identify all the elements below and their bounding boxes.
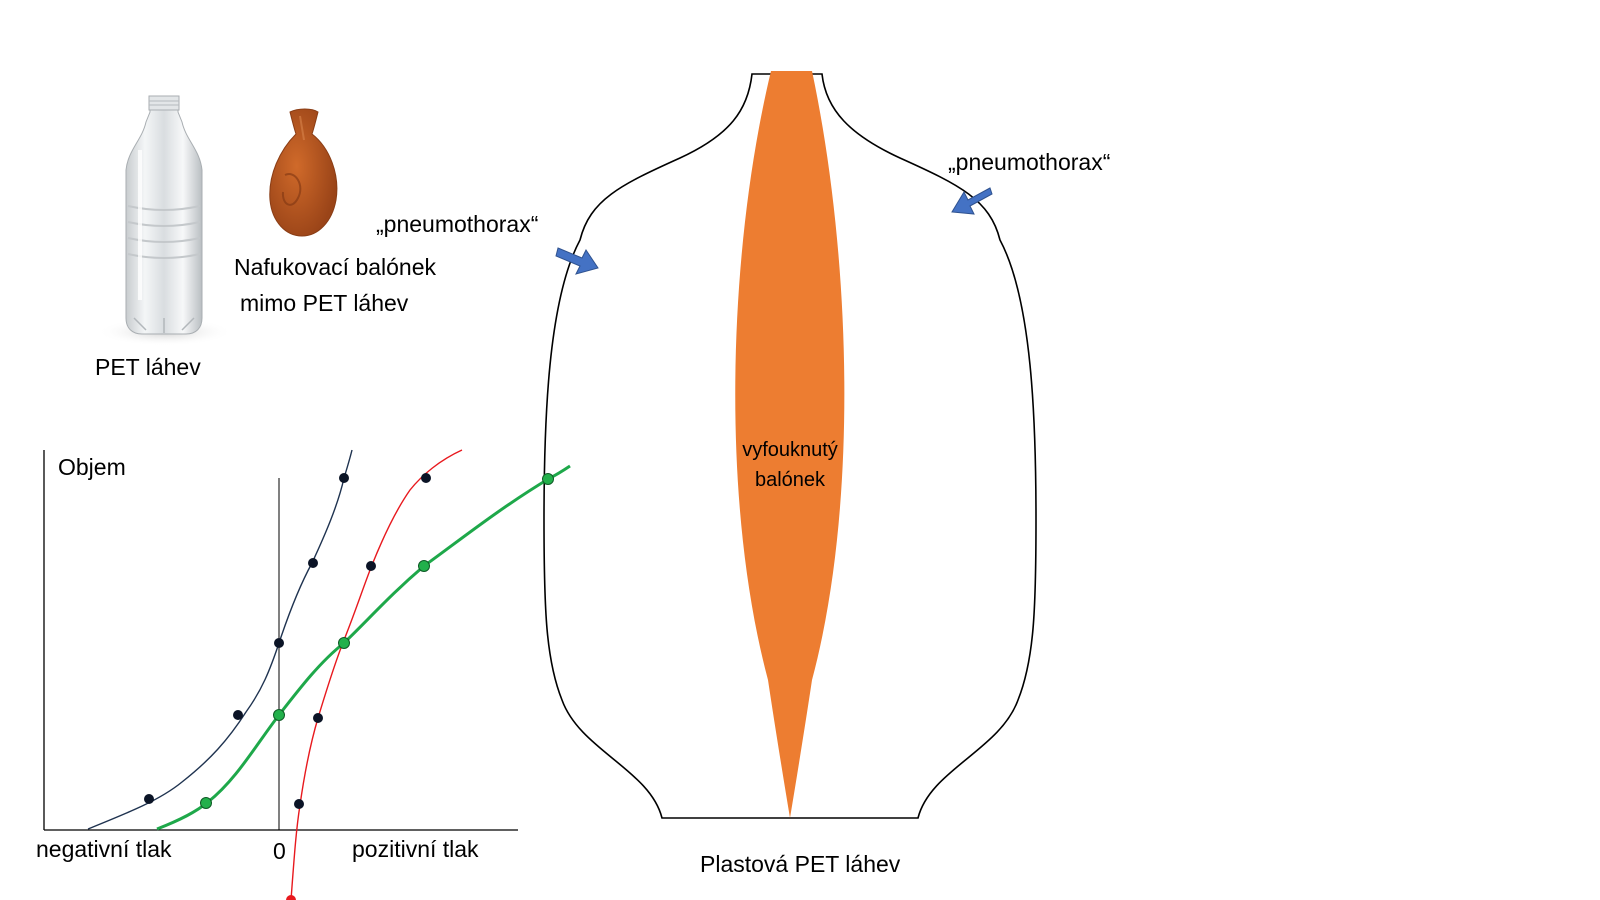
plastic-bottle-outline: [543, 73, 1037, 819]
dark-point: [339, 473, 349, 483]
balloon-label-line1: Nafukovací balónek: [234, 254, 437, 280]
curve-red-points: [286, 473, 431, 900]
dark-point: [274, 638, 284, 648]
curve-red: [290, 449, 463, 900]
x-zero-label: 0: [273, 838, 286, 864]
pet-bottle-photo: [97, 95, 233, 346]
balloon-photo: [269, 108, 338, 237]
dark-point: [421, 473, 431, 483]
pneumothorax-right-label: „pneumothorax“: [948, 149, 1111, 175]
y-axis-label: Objem: [58, 454, 126, 480]
arrow-icon-right: [951, 187, 993, 215]
x-positive-label: pozitivní tlak: [352, 836, 479, 862]
deflated-balloon: [735, 71, 845, 818]
curve-green-points: [200, 473, 554, 809]
dark-point: [313, 713, 323, 723]
dark-point: [294, 799, 304, 809]
green-point: [200, 797, 212, 809]
green-point: [273, 709, 285, 721]
balloon-label-line2: mimo PET láhev: [240, 290, 409, 316]
x-negative-label: negativní tlak: [36, 836, 172, 862]
green-point: [338, 637, 350, 649]
deflated-balloon-label-line2: balónek: [754, 469, 826, 491]
green-point: [542, 473, 554, 485]
curve-dark-points: [144, 473, 349, 804]
dark-point: [144, 794, 154, 804]
dark-point: [233, 710, 243, 720]
dark-point: [366, 561, 376, 571]
arrow-icon-left: [555, 247, 599, 275]
pneumothorax-left-label: „pneumothorax“: [376, 211, 539, 237]
pet-bottle-label: PET láhev: [95, 354, 201, 380]
curve-dark: [87, 449, 353, 830]
graph-axes: [43, 450, 518, 831]
curve-green: [156, 464, 571, 831]
dark-point: [308, 558, 318, 568]
plastic-bottle-label: Plastová PET láhev: [700, 851, 901, 877]
green-point: [418, 560, 430, 572]
deflated-balloon-label-line1: vyfouknutý: [742, 439, 838, 461]
red-point: [286, 895, 296, 900]
